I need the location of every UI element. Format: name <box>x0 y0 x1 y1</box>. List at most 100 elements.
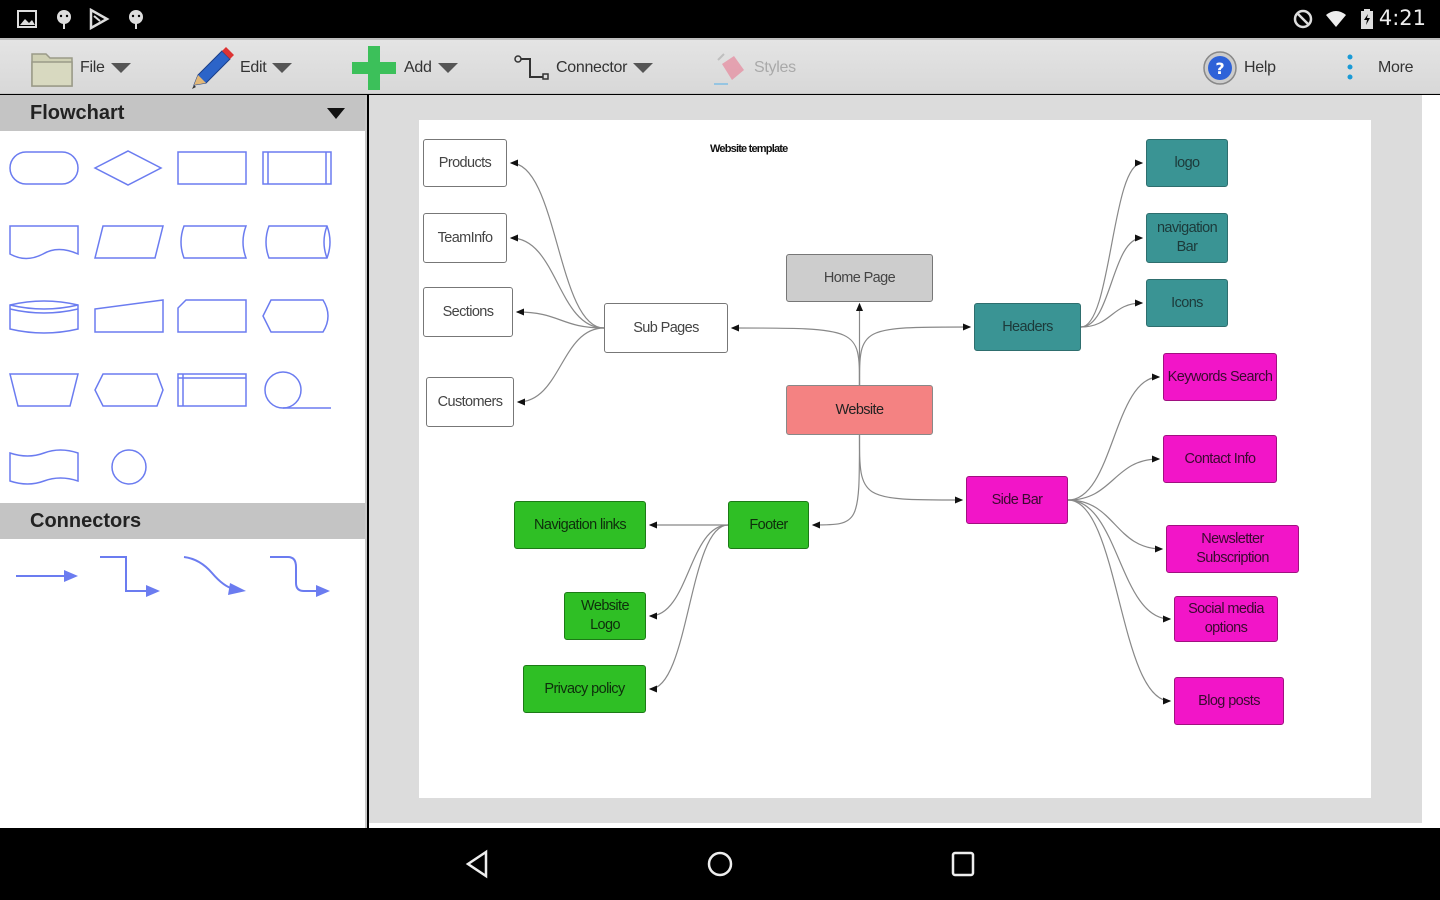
node-customers[interactable]: Customers <box>426 377 514 427</box>
node-sections[interactable]: Sections <box>423 287 513 337</box>
edge-footer-to-privacy[interactable] <box>648 524 729 693</box>
home-icon[interactable] <box>702 846 738 882</box>
node-logo[interactable]: logo <box>1146 139 1228 187</box>
navigation-bar <box>0 828 1440 900</box>
do-not-disturb-icon <box>1293 9 1313 29</box>
android-debug-icon <box>57 10 71 29</box>
shape-palette: Flowchart Connectors <box>0 95 367 828</box>
edge-subpages-to-customers[interactable] <box>516 327 605 406</box>
edit-menu-button[interactable]: Edit <box>188 40 293 96</box>
overflow-menu-icon <box>1347 54 1353 80</box>
edge-headers-to-icons[interactable] <box>1080 299 1144 328</box>
file-menu-button[interactable]: File <box>30 40 131 96</box>
node-navlinks[interactable]: Navigation links <box>514 501 646 549</box>
node-navbar[interactable]: navigation Bar <box>1146 213 1228 263</box>
node-blog[interactable]: Blog posts <box>1174 677 1284 725</box>
shape-direct-access-storage[interactable] <box>261 223 335 263</box>
paint-bucket-icon <box>714 53 744 85</box>
node-subpages[interactable]: Sub Pages <box>604 303 728 353</box>
styles-label: Styles <box>754 59 796 76</box>
flowchart-section-header[interactable]: Flowchart <box>0 95 365 131</box>
node-newsletter[interactable]: Newsletter Subscription <box>1166 525 1299 573</box>
edge-sidebar-to-social[interactable] <box>1067 499 1172 623</box>
edge-headers-to-logo[interactable] <box>1080 159 1144 328</box>
shape-stored-data[interactable] <box>176 223 250 263</box>
toolbar: File Edit Add Connector Styles ? Help Mo… <box>0 38 1440 94</box>
node-contact[interactable]: Contact Info <box>1163 435 1277 483</box>
shape-internal-storage[interactable] <box>176 371 250 411</box>
styles-button[interactable]: Styles <box>712 40 796 96</box>
plus-icon <box>352 46 396 90</box>
shape-data[interactable] <box>93 223 167 263</box>
node-privacy[interactable]: Privacy policy <box>523 665 646 713</box>
flowchart-section-title: Flowchart <box>30 101 125 124</box>
connector-menu-label: Connector <box>556 59 628 76</box>
edge-sidebar-to-contact[interactable] <box>1067 455 1161 501</box>
connector-curved[interactable] <box>180 553 250 603</box>
node-social[interactable]: Social media options <box>1174 596 1278 642</box>
pencil-icon <box>192 47 234 89</box>
flowchart-shapes-grid <box>0 131 365 503</box>
recents-icon[interactable] <box>945 846 981 882</box>
edge-subpages-to-sections[interactable] <box>515 308 605 329</box>
edit-menu-label: Edit <box>240 59 267 76</box>
battery-icon <box>1361 9 1373 29</box>
svg-text:?: ? <box>1215 59 1224 78</box>
shape-decision[interactable] <box>93 149 167 189</box>
edge-website-to-subpages[interactable] <box>730 324 861 386</box>
shape-terminator[interactable] <box>8 149 82 189</box>
node-keywords[interactable]: Keywords Search <box>1163 353 1277 401</box>
shape-document[interactable] <box>8 223 82 263</box>
connectors-section-title: Connectors <box>30 509 142 532</box>
shape-preparation[interactable] <box>93 371 167 411</box>
node-products[interactable]: Products <box>423 139 507 187</box>
edge-website-to-footer[interactable] <box>811 434 861 529</box>
shape-disk[interactable] <box>8 297 82 337</box>
node-headers[interactable]: Headers <box>974 303 1081 351</box>
edge-headers-to-navbar[interactable] <box>1080 234 1144 328</box>
folder-icon <box>31 53 73 87</box>
shape-punched-tape[interactable] <box>8 445 82 489</box>
node-icons[interactable]: Icons <box>1146 279 1228 327</box>
edge-website-to-sidebar[interactable] <box>858 434 964 504</box>
node-footer[interactable]: Footer <box>728 501 809 549</box>
edge-sidebar-to-keywords[interactable] <box>1067 373 1161 501</box>
help-button[interactable]: ? Help <box>1202 40 1276 96</box>
more-button[interactable]: More <box>1344 40 1414 96</box>
edge-sidebar-to-newsletter[interactable] <box>1067 499 1164 553</box>
edge-subpages-to-products[interactable] <box>509 159 605 329</box>
shape-sequential-data[interactable] <box>261 371 335 411</box>
shape-process[interactable] <box>176 149 250 189</box>
connector-rounded-elbow[interactable] <box>266 553 336 603</box>
shape-manual-input[interactable] <box>93 297 167 337</box>
collapse-icon[interactable] <box>327 108 345 119</box>
node-teaminfo[interactable]: TeamInfo <box>423 213 507 263</box>
add-menu-label: Add <box>404 59 432 76</box>
node-sidebar[interactable]: Side Bar <box>966 476 1068 524</box>
connector-straight[interactable] <box>12 559 82 599</box>
help-label: Help <box>1244 59 1276 76</box>
shape-manual-operation[interactable] <box>8 371 82 411</box>
connectors-section-header[interactable]: Connectors <box>0 503 365 539</box>
shape-display[interactable] <box>261 297 335 337</box>
chevron-down-icon <box>272 63 293 73</box>
gallery-icon <box>17 10 37 28</box>
shape-connector[interactable] <box>108 445 152 489</box>
android-debug-icon <box>129 10 143 29</box>
back-icon[interactable] <box>460 846 496 882</box>
node-homepage[interactable]: Home Page <box>786 254 933 302</box>
connectors-grid <box>0 539 365 619</box>
shape-predefined-process[interactable] <box>261 149 335 189</box>
node-website[interactable]: Website <box>786 385 933 435</box>
add-menu-button[interactable]: Add <box>350 40 458 96</box>
connector-elbow[interactable] <box>96 553 166 603</box>
node-weblogo[interactable]: Website Logo <box>564 592 646 640</box>
edge-website-to-headers[interactable] <box>858 323 972 386</box>
edge-subpages-to-teaminfo[interactable] <box>509 234 605 329</box>
connector-menu-button[interactable]: Connector <box>514 40 654 96</box>
edge-footer-to-weblogo[interactable] <box>648 524 729 620</box>
shape-card[interactable] <box>176 297 250 337</box>
more-label: More <box>1378 59 1414 76</box>
diagram-title: Website template <box>710 143 788 155</box>
edge-sidebar-to-blog[interactable] <box>1067 499 1172 705</box>
